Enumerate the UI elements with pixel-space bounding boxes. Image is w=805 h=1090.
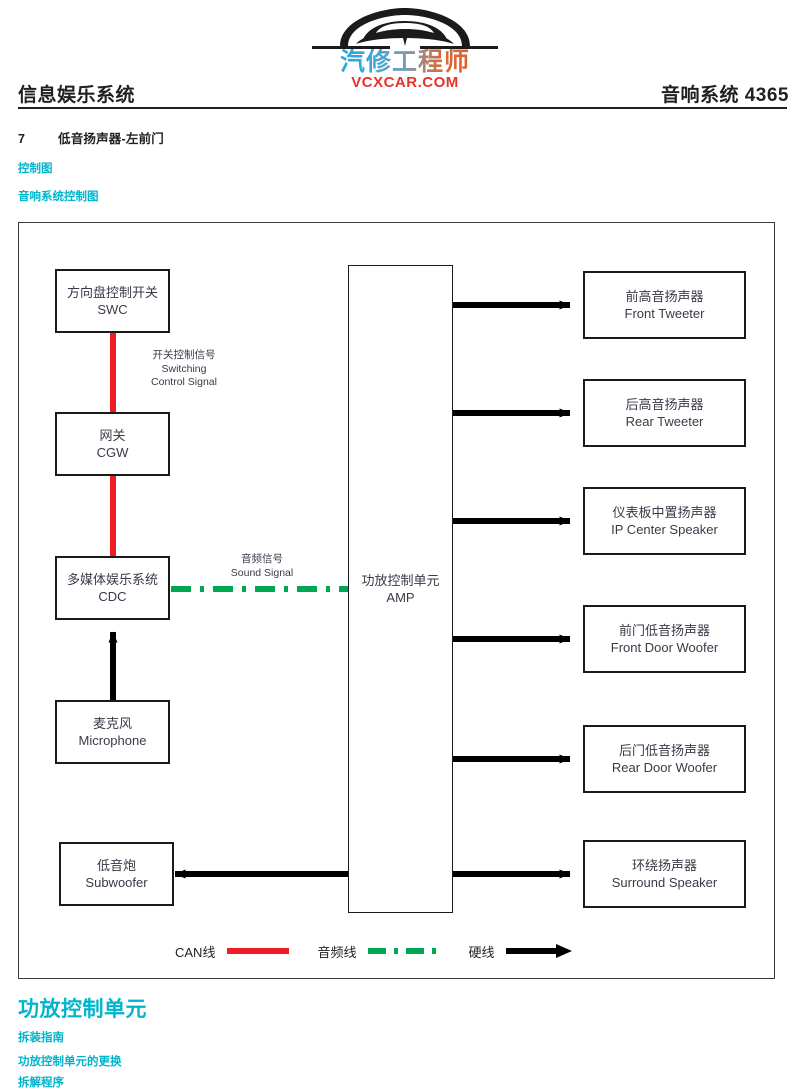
node-microphone-cn: 麦克风 [92,716,132,731]
node-front-door-woofer[interactable]: 前门低音扬声器 Front Door Woofer [583,605,746,673]
footer-line-1: 拆装指南 [18,1032,64,1044]
item-number: 7 [18,132,26,146]
edge-label-switching-en1: Switching [161,362,207,375]
node-swc-en: SWC [97,302,128,317]
node-surround-speaker[interactable]: 环绕扬声器 Surround Speaker [583,840,746,908]
node-subwoofer[interactable]: 低音炮 Subwoofer [59,842,174,906]
node-ip-center-speaker-cn: 仪表板中置扬声器 [612,505,717,520]
node-front-door-woofer-en: Front Door Woofer [610,640,719,655]
legend-swatch-audio-line-icon [368,948,441,954]
node-rear-door-woofer[interactable]: 后门低音扬声器 Rear Door Woofer [583,725,746,793]
node-microphone[interactable]: 麦克风 Microphone [55,700,170,764]
node-microphone-en: Microphone [78,733,147,748]
edge-label-switching-control-signal: 开关控制信号 Switching Control Signal [119,349,249,390]
node-front-tweeter[interactable]: 前高音扬声器 Front Tweeter [583,271,746,339]
logo-chinese-text: 汽修工程师 [305,48,505,75]
legend-swatch-can-line-icon [227,948,290,954]
legend-item-hardwire: 硬线 [468,942,600,961]
node-subwoofer-cn: 低音炮 [96,858,136,873]
legend-label-hardwire: 硬线 [468,944,495,960]
node-cgw[interactable]: 网关 CGW [55,412,170,476]
footer-title: 功放控制单元 [18,998,147,1021]
node-cdc-cn: 多媒体娱乐系统 [66,572,158,587]
node-surround-speaker-en: Surround Speaker [611,875,718,890]
audio-system-control-diagram: 方向盘控制开关 SWC 网关 CGW 多媒体娱乐系统 CDC 麦克风 Micro… [18,222,775,979]
item-line: 7 低音扬声器-左前门 [18,128,164,147]
node-amp[interactable]: 功放控制单元 AMP [348,265,453,913]
node-front-door-woofer-cn: 前门低音扬声器 [618,623,710,638]
diagram-connections [108,300,571,879]
header-left-title: 信息娱乐系统 [18,85,136,106]
node-swc[interactable]: 方向盘控制开关 SWC [55,269,170,333]
legend-item-audio: 音频线 [317,942,468,961]
node-cgw-cn: 网关 [99,428,126,443]
node-cdc[interactable]: 多媒体娱乐系统 CDC [55,556,170,620]
node-front-tweeter-en: Front Tweeter [624,306,705,321]
edge-label-sound-en: Sound Signal [230,566,294,579]
diagram-legend: CAN线 音频线 硬线 [175,938,595,964]
edge-label-sound-cn: 音频信号 [241,553,283,565]
node-rear-door-woofer-en: Rear Door Woofer [611,760,718,775]
node-ip-center-speaker[interactable]: 仪表板中置扬声器 IP Center Speaker [583,487,746,555]
node-rear-tweeter-en: Rear Tweeter [625,414,704,429]
heading-audio-control-diagram: 音响系统控制图 [18,191,99,203]
node-subwoofer-en: Subwoofer [85,875,148,890]
logo-url-text: VCXCAR.COM [351,74,459,91]
item-label: 低音扬声器-左前门 [58,132,164,146]
node-ip-center-speaker-en: IP Center Speaker [611,522,718,537]
node-swc-cn: 方向盘控制开关 [66,285,158,300]
footer-line-3: 拆解程序 [18,1077,64,1089]
node-amp-en: AMP [386,590,415,605]
footer-line-2: 功放控制单元的更换 [18,1056,122,1068]
header-right-title: 音响系统 4365 [660,85,789,106]
node-cdc-en: CDC [98,589,127,604]
header-divider [18,107,787,109]
legend-label-audio: 音频线 [317,944,357,960]
node-cgw-en: CGW [96,445,129,460]
node-amp-cn: 功放控制单元 [361,573,440,588]
legend-item-can: CAN线 [175,942,317,961]
car-logo-icon [312,8,498,49]
page-header: 汽修工程师 VCXCAR.COM 信息娱乐系统 音响系统 4365 [0,0,805,110]
heading-control-diagram: 控制图 [18,163,53,175]
legend-swatch-hardwire-arrow-icon [506,944,573,958]
node-rear-door-woofer-cn: 后门低音扬声器 [618,743,710,758]
node-rear-tweeter[interactable]: 后高音扬声器 Rear Tweeter [583,379,746,447]
edge-label-switching-cn: 开关控制信号 [152,349,216,361]
edge-label-sound-signal: 音频信号 Sound Signal [197,553,327,580]
site-logo: 汽修工程师 VCXCAR.COM [305,6,505,92]
legend-label-can: CAN线 [175,944,216,960]
node-surround-speaker-cn: 环绕扬声器 [631,858,697,873]
node-front-tweeter-cn: 前高音扬声器 [625,289,704,304]
edge-label-switching-en2: Control Signal [151,376,217,388]
node-rear-tweeter-cn: 后高音扬声器 [625,397,704,412]
